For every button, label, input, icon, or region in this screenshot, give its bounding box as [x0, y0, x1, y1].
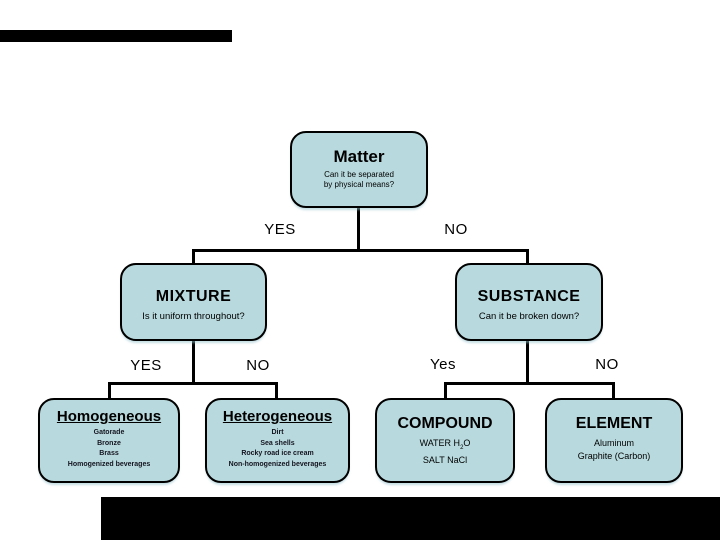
node-compound: COMPOUND WATER H2O SALT NaCl — [375, 398, 515, 483]
node-matter: Matter Can it be separated by physical m… — [290, 131, 428, 208]
node-homogeneous-title: Homogeneous — [56, 408, 162, 425]
heterogeneous-example: Non-homogenized beverages — [228, 460, 327, 468]
node-compound-title: COMPOUND — [397, 415, 493, 432]
heterogeneous-example: Sea shells — [260, 439, 295, 447]
node-element-title: ELEMENT — [575, 415, 653, 432]
compound-example-water: WATER H2O — [419, 438, 471, 451]
node-substance-title: SUBSTANCE — [477, 288, 581, 305]
connector-homogeneous-drop — [108, 382, 111, 399]
node-element: ELEMENT Aluminum Graphite (Carbon) — [545, 398, 683, 483]
heterogeneous-example: Dirt — [271, 429, 284, 436]
element-example: Aluminum — [593, 438, 634, 448]
connector-substance-horizontal — [444, 382, 615, 385]
branch2-mixture-no-label: NO — [246, 357, 270, 374]
node-homogeneous: Homogeneous Gatorade Bronze Brass Homoge… — [38, 398, 180, 483]
node-substance: SUBSTANCE Can it be broken down? — [455, 263, 603, 341]
top-left-black-bar — [0, 30, 232, 42]
compound-example-salt: SALT NaCl — [422, 455, 468, 466]
element-example: Graphite (Carbon) — [577, 450, 651, 461]
connector-level1-horizontal — [192, 249, 529, 252]
node-matter-title: Matter — [333, 147, 385, 166]
connector-element-drop — [612, 382, 615, 399]
branch2-mixture-yes-label: YES — [130, 357, 162, 374]
connector-mixture-stem — [192, 341, 195, 385]
connector-substance-drop — [526, 249, 529, 265]
branch1-yes-label: YES — [264, 221, 296, 238]
connector-substance-stem — [526, 341, 529, 385]
connector-mixture-drop — [192, 249, 195, 265]
branch2-substance-yes-label: Yes — [430, 356, 456, 373]
bottom-right-black-bar — [101, 497, 720, 540]
branch2-substance-no-label: NO — [595, 356, 619, 373]
branch1-no-label: NO — [444, 221, 468, 238]
h2o-subscript: 2 — [460, 444, 464, 451]
node-substance-question: Can it be broken down? — [478, 311, 580, 322]
heterogeneous-example: Rocky road ice cream — [241, 450, 314, 457]
homogeneous-example: Gatorade — [93, 429, 125, 436]
connector-root-drop — [357, 207, 360, 252]
node-matter-question-line1: Can it be separated — [324, 170, 394, 179]
homogeneous-example: Bronze — [97, 439, 121, 447]
homogeneous-example: Brass — [99, 450, 119, 457]
connector-heterogeneous-drop — [275, 382, 278, 399]
connector-compound-drop — [444, 382, 447, 399]
node-mixture-title: MIXTURE — [155, 288, 232, 305]
node-mixture-question: Is it uniform throughout? — [142, 311, 245, 322]
node-mixture: MIXTURE Is it uniform throughout? — [120, 263, 267, 341]
node-heterogeneous: Heterogeneous Dirt Sea shells Rocky road… — [205, 398, 350, 483]
connector-mixture-horizontal — [108, 382, 278, 385]
homogeneous-example: Homogenized beverages — [67, 460, 151, 468]
node-heterogeneous-title: Heterogeneous — [222, 408, 333, 425]
node-matter-question-line2: by physical means? — [323, 180, 395, 189]
